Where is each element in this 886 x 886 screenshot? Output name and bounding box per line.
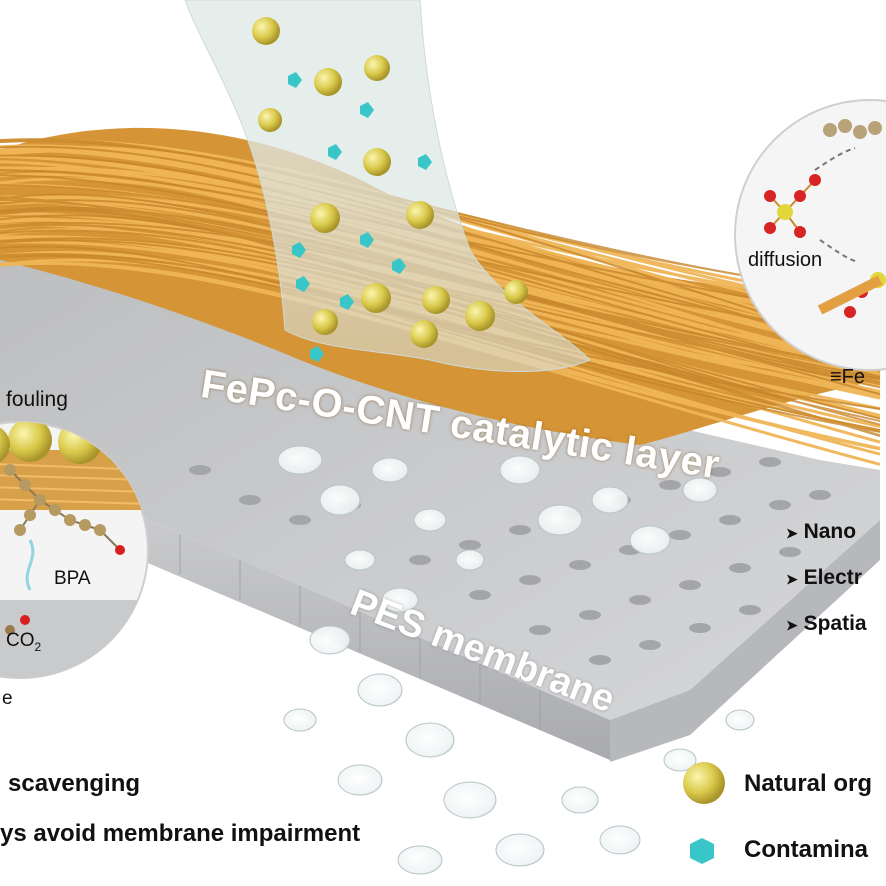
diffusion-label: diffusion [748,249,823,271]
left-partial-label: e [2,688,13,709]
fouling-label: fouling [6,388,68,411]
bottom-line-impairment: ys avoid membrane impairment [0,820,361,847]
pes-membrane-block [0,215,880,762]
fe-partial-label: ≡Fe [830,366,866,388]
feature-item: ➤ Electr [786,566,862,589]
co2-label: CO2 [6,630,42,654]
feature-item: ➤ Nano [786,520,857,543]
legend-natural-organics: Natural org [744,770,873,797]
right-zoom-circle [734,99,886,371]
feature-item: ➤ Spatia [786,612,867,635]
bpa-label: BPA [54,568,91,589]
cyan-cube-icon [690,838,714,864]
left-zoom-circle [0,421,149,679]
legend-contaminants: Contamina [744,836,869,863]
yellow-sphere-icon [683,762,725,804]
water-stream [184,0,755,875]
bottom-line-scavenging: scavenging [8,770,141,797]
